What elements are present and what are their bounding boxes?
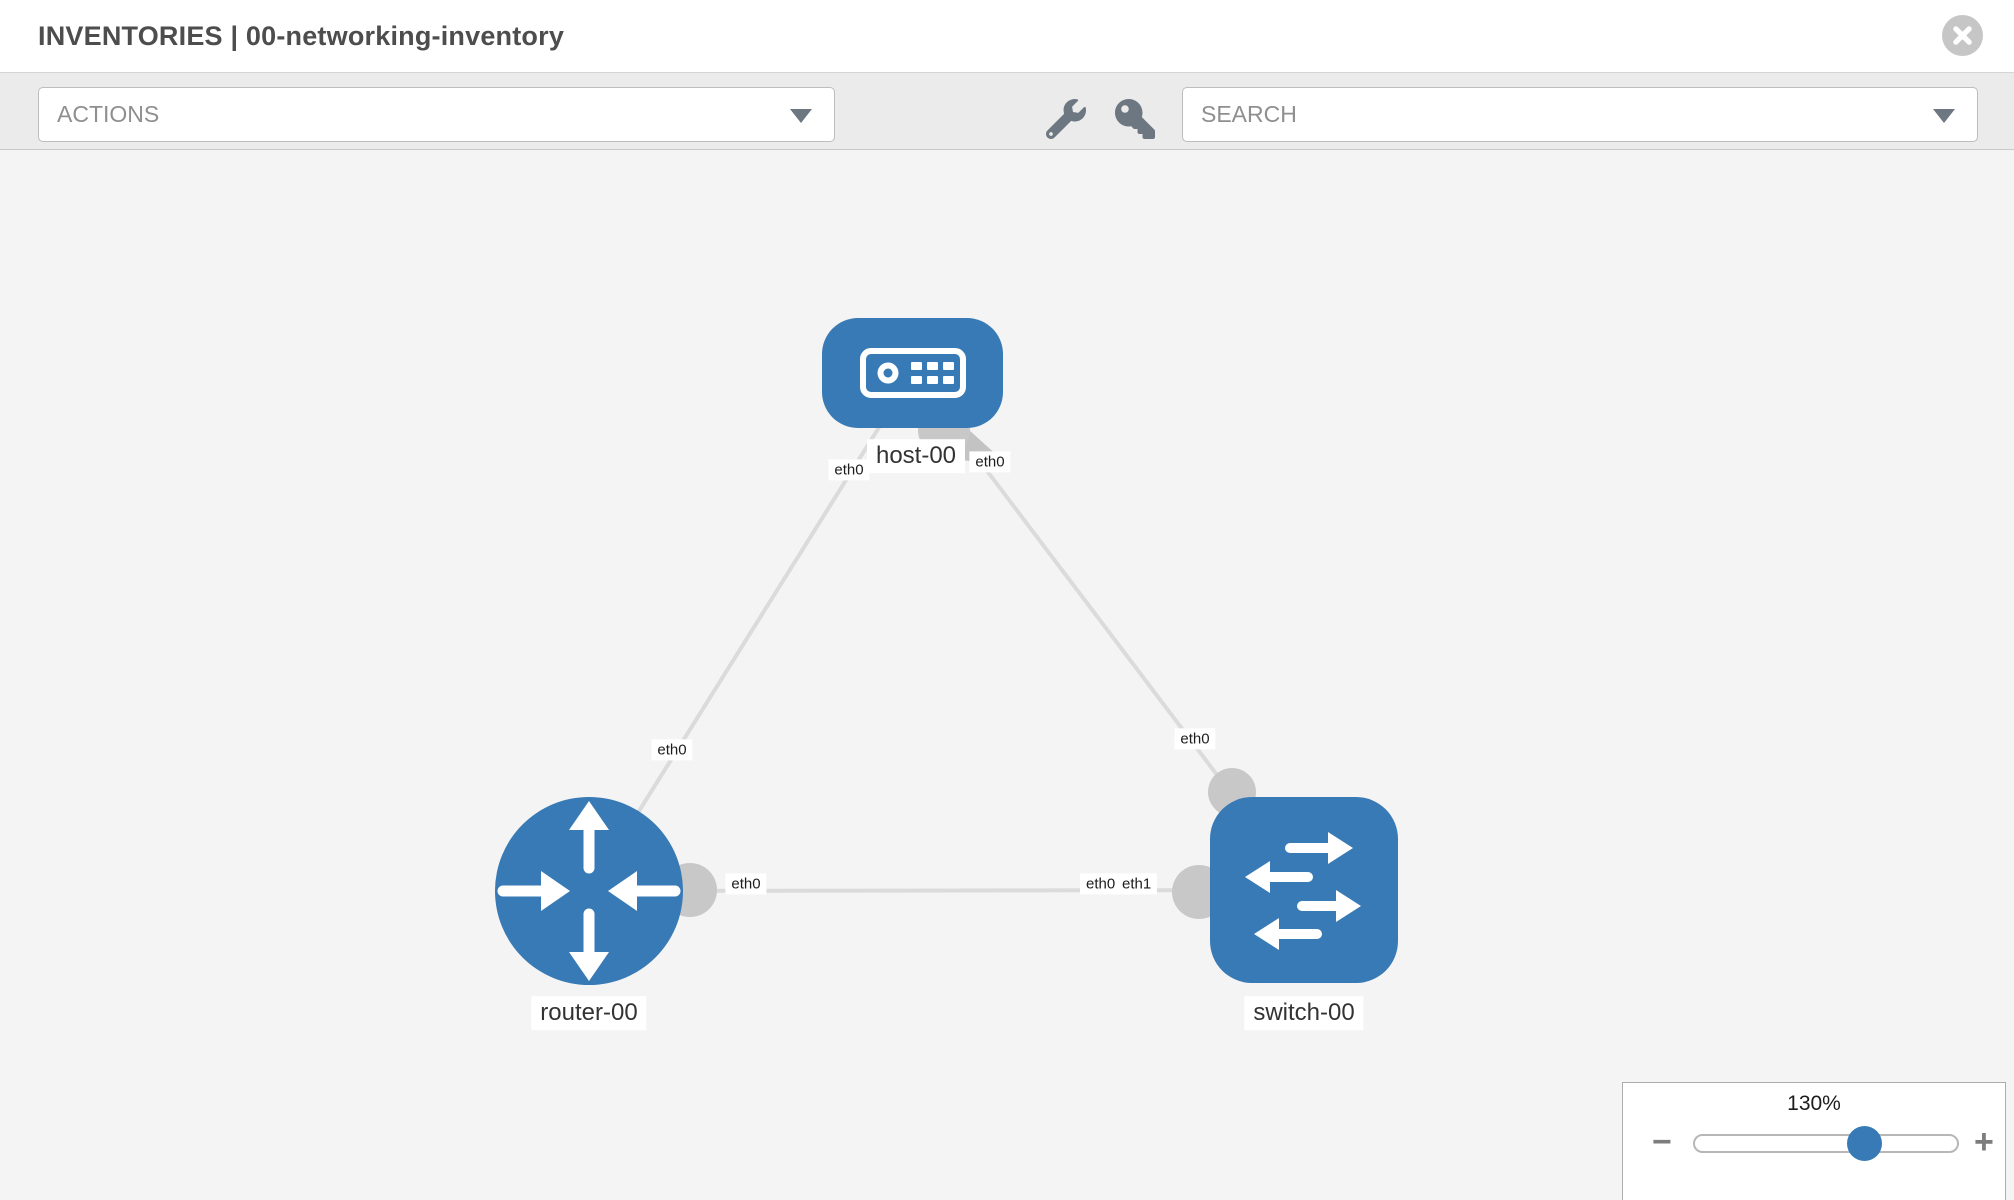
- topology-canvas[interactable]: host-00 eth0 eth0 eth0 eth0 eth0 eth0 et…: [0, 150, 2014, 1200]
- node-router-00[interactable]: [495, 797, 683, 985]
- router-icon: [497, 801, 681, 981]
- interface-label: eth0: [828, 459, 870, 481]
- chevron-down-icon: [1933, 109, 1955, 123]
- zoom-out-button[interactable]: −: [1652, 1123, 1672, 1161]
- search-dropdown-label: SEARCH: [1201, 101, 1297, 127]
- key-icon: [1115, 99, 1155, 139]
- actions-dropdown-label: ACTIONS: [57, 101, 160, 127]
- node-switch-00[interactable]: [1210, 797, 1398, 983]
- zoom-in-button[interactable]: +: [1974, 1123, 1994, 1161]
- zoom-level-value: 130%: [1787, 1092, 1841, 1115]
- node-label-switch: switch-00: [1244, 996, 1364, 1030]
- interface-label: eth0: [651, 739, 693, 761]
- node-label-router: router-00: [531, 996, 647, 1030]
- zoom-control-panel: 130% − +: [1622, 1082, 2006, 1200]
- interface-label: eth0: [725, 873, 767, 895]
- node-host-00[interactable]: [822, 318, 1003, 428]
- interface-label: eth1: [1116, 873, 1158, 895]
- interface-label: eth0: [969, 451, 1011, 473]
- interface-label: eth0: [1174, 728, 1216, 750]
- zoom-slider-thumb[interactable]: [1847, 1126, 1882, 1161]
- chevron-down-icon: [790, 109, 812, 123]
- switch-icon: [1245, 832, 1361, 950]
- link-host-router[interactable]: [587, 371, 915, 893]
- breadcrumb-header: INVENTORIES | 00-networking-inventory: [0, 0, 2014, 72]
- close-icon: [1953, 26, 1972, 45]
- configure-button[interactable]: [1045, 98, 1087, 140]
- zoom-slider-track[interactable]: [1693, 1134, 1959, 1153]
- close-button[interactable]: [1942, 15, 1983, 56]
- interface-label: eth0: [1080, 873, 1122, 895]
- key-button[interactable]: [1114, 98, 1156, 140]
- host-icon: [860, 348, 966, 398]
- actions-dropdown[interactable]: ACTIONS: [38, 87, 835, 142]
- toolbar: ACTIONS SEARCH: [0, 72, 2014, 150]
- node-label-host: host-00: [866, 439, 966, 473]
- page-title: INVENTORIES | 00-networking-inventory: [38, 21, 565, 51]
- wrench-icon: [1046, 99, 1086, 139]
- search-dropdown[interactable]: SEARCH: [1182, 87, 1978, 142]
